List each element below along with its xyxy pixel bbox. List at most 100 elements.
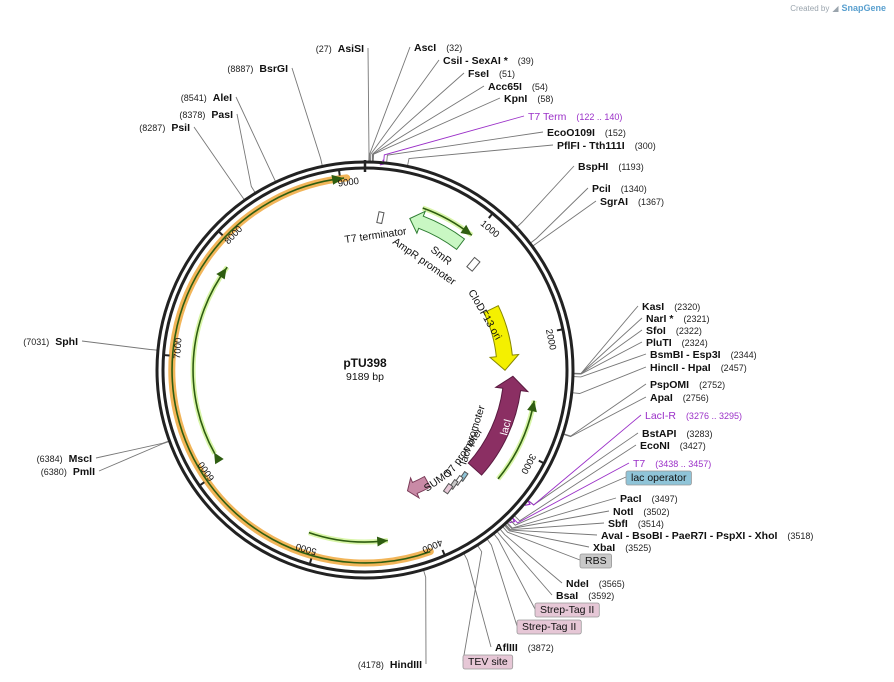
feature-box-tev-site-4[interactable]: TEV site bbox=[462, 654, 514, 670]
leader-line bbox=[532, 200, 597, 247]
site-pcii-1340[interactable]: PciI(1340) bbox=[592, 183, 647, 195]
site-noti-3502[interactable]: NotI(3502) bbox=[613, 506, 669, 518]
feature-box-rbs-1[interactable]: RBS bbox=[579, 553, 612, 569]
leader-line bbox=[235, 96, 277, 183]
site-name: PacI bbox=[620, 493, 642, 505]
feature-clodf13-ori[interactable] bbox=[483, 305, 520, 372]
site-psii-8287[interactable]: PsiI(8287) bbox=[139, 122, 190, 134]
feature-box-strep-tag-ii-2[interactable]: Strep-Tag II bbox=[534, 602, 600, 618]
site-pflfi-tth111i-300[interactable]: PflFI - Tth111I(300) bbox=[557, 140, 656, 152]
site-paci-3497[interactable]: PacI(3497) bbox=[620, 493, 678, 505]
leader-line bbox=[95, 440, 170, 459]
site-primer-laci-r[interactable]: LacI-R(3276 .. 3295) bbox=[645, 410, 742, 422]
site-bsphi-1193[interactable]: BspHI(1193) bbox=[578, 161, 644, 173]
site-pasi-8378[interactable]: PasI(8378) bbox=[179, 109, 233, 121]
site-position: (8887) bbox=[227, 64, 253, 74]
tick-label-8000: 8000 bbox=[223, 224, 246, 247]
backbone-inner-ring bbox=[161, 166, 569, 574]
tick-label-4000: 4000 bbox=[420, 536, 444, 554]
site-hincii-hpai-2457[interactable]: HincII - HpaI(2457) bbox=[650, 362, 747, 374]
site-position: (1193) bbox=[618, 162, 643, 172]
credit-badge: Created by ◢ SnapGene bbox=[790, 3, 886, 13]
site-position: (3514) bbox=[638, 519, 664, 529]
site-pspomi-2752[interactable]: PspOMI (2752) bbox=[650, 379, 725, 391]
site-bstapi-3283[interactable]: BstAPI(3283) bbox=[642, 428, 712, 440]
site-name: PluTI bbox=[646, 337, 672, 349]
site-name: BsmBI - Esp3I bbox=[650, 349, 721, 361]
leader-line bbox=[562, 396, 647, 438]
site-position: (300) bbox=[635, 141, 656, 151]
site-ndei-3565[interactable]: NdeI(3565) bbox=[566, 578, 625, 590]
site-ecoo109i-152[interactable]: EcoO109I(152) bbox=[547, 127, 626, 139]
tick-1000 bbox=[488, 212, 494, 219]
site-bsmbi-esp3i-2344[interactable]: BsmBI - Esp3I(2344) bbox=[650, 349, 757, 361]
site-afliii-3872[interactable]: AflIII(3872) bbox=[495, 642, 554, 654]
feature-arrows bbox=[376, 210, 530, 500]
site-hindiii-4178[interactable]: HindIII(4178) bbox=[358, 659, 422, 671]
feature-box-bg bbox=[625, 470, 692, 486]
site-bsrgi-8887[interactable]: BsrGI(8887) bbox=[227, 63, 288, 75]
site-asisi-27[interactable]: AsiSI(27) bbox=[316, 43, 364, 55]
site-name: AleI bbox=[213, 92, 232, 104]
leader-line bbox=[236, 113, 256, 194]
site-position: (1340) bbox=[621, 184, 647, 194]
site-kpni-58[interactable]: KpnI(58) bbox=[504, 93, 553, 105]
feature-box-strep-tag-ii-3[interactable]: Strep-Tag II bbox=[516, 619, 582, 635]
site-pluti-2324[interactable]: PluTI(2324) bbox=[646, 337, 708, 349]
site-position: (54) bbox=[532, 82, 548, 92]
feature-smr[interactable] bbox=[409, 210, 466, 251]
site-sfoi-2322[interactable]: SfoI(2322) bbox=[646, 325, 702, 337]
site-bsai-3592[interactable]: BsaI(3592) bbox=[556, 590, 614, 602]
site-sgrai-1367[interactable]: SgrAI(1367) bbox=[600, 196, 664, 208]
site-position: (2752) bbox=[699, 380, 725, 390]
site-alei-8541[interactable]: AleI(8541) bbox=[181, 92, 232, 104]
site-name: LacI-R bbox=[645, 410, 676, 422]
tick-4000 bbox=[441, 549, 446, 556]
feature-box-lac-operator-0[interactable]: lac operator bbox=[625, 470, 692, 486]
site-apai-2756[interactable]: ApaI(2756) bbox=[650, 392, 709, 404]
site-fsei-51[interactable]: FseI(51) bbox=[468, 68, 515, 80]
tick-6000 bbox=[198, 481, 205, 487]
site-acc65i-54[interactable]: Acc65I(54) bbox=[488, 81, 548, 93]
feature-ampr-promoter[interactable] bbox=[466, 256, 481, 272]
leader-line bbox=[369, 46, 411, 163]
site-pmli-6380[interactable]: PmlI(6380) bbox=[41, 466, 95, 478]
feature-laci[interactable] bbox=[467, 375, 530, 476]
feature-t7-terminator[interactable] bbox=[376, 211, 385, 225]
site-kasi-2320[interactable]: KasI(2320) bbox=[642, 301, 700, 313]
feature-sumo[interactable] bbox=[406, 475, 431, 500]
site-sbfi-3514[interactable]: SbfI(3514) bbox=[608, 518, 664, 530]
site-nari-2321[interactable]: NarI *(2321) bbox=[646, 313, 709, 325]
leader-line bbox=[372, 97, 501, 163]
site-position: (3565) bbox=[599, 579, 625, 589]
feature-strep-tag-mark[interactable] bbox=[442, 482, 454, 495]
plasmid-size: 9189 bp bbox=[346, 371, 384, 383]
site-position: (2321) bbox=[683, 314, 709, 324]
site-name: KasI bbox=[642, 301, 664, 313]
site-primer-t7[interactable]: T7(3438 .. 3457) bbox=[633, 458, 711, 470]
site-name: SgrAI bbox=[600, 196, 628, 208]
leader-line bbox=[406, 144, 554, 167]
site-sphi-7031[interactable]: SphI(7031) bbox=[23, 336, 78, 348]
site-avai-bsobi-paer7i-pspxi-xhoi-3518[interactable]: AvaI - BsoBI - PaeR7I - PspXI - XhoI(351… bbox=[601, 530, 813, 542]
leader-line bbox=[499, 528, 563, 584]
site-name: PspOMI bbox=[650, 379, 689, 391]
site-name: PmlI bbox=[73, 466, 95, 478]
site-xbai-3525[interactable]: XbaI(3525) bbox=[593, 542, 651, 554]
leader-line bbox=[513, 444, 637, 522]
leader-line bbox=[505, 510, 610, 529]
site-econi-3427[interactable]: EcoNI(3427) bbox=[640, 440, 706, 452]
leader-line bbox=[98, 440, 170, 472]
tick-label-1000: 1000 bbox=[478, 218, 501, 240]
tick-label-7000: 7000 bbox=[172, 337, 185, 359]
orf-outer-line bbox=[171, 177, 431, 564]
site-primer-t7-term[interactable]: T7 Term(122 .. 140) bbox=[528, 111, 622, 123]
tick-2000 bbox=[556, 328, 564, 332]
site-csii-sexai-39[interactable]: CsiI - SexAI *(39) bbox=[443, 55, 534, 67]
site-msci-6384[interactable]: MscI(6384) bbox=[37, 453, 92, 465]
site-name: HindIII bbox=[390, 659, 422, 671]
site-asci-32[interactable]: AscI(32) bbox=[414, 42, 462, 54]
site-position: (2322) bbox=[676, 326, 702, 336]
leader-line bbox=[527, 414, 642, 506]
leader-line bbox=[372, 85, 485, 163]
